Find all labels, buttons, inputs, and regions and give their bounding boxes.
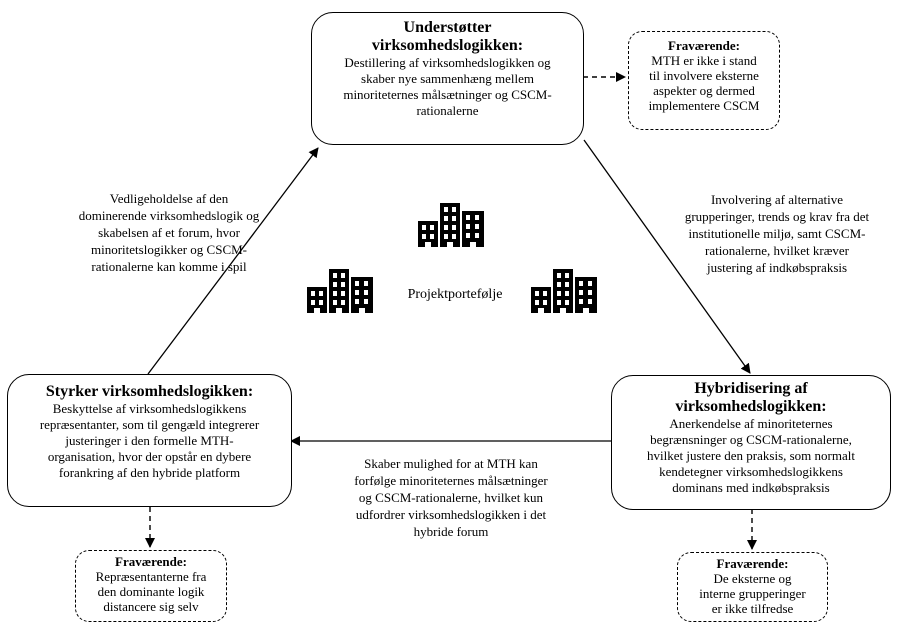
- top-node: Understøtter virksomhedslogikken: Destil…: [311, 12, 584, 145]
- building-icon: [418, 203, 484, 247]
- edge-label-bottom: Skaber mulighed for at MTH kan forfølge …: [354, 456, 548, 539]
- absent-top-box: Fraværende: MTH er ikke i stand til invo…: [628, 31, 780, 130]
- left-node-body: Beskyttelse af virksomhedslogikkens repr…: [39, 401, 260, 480]
- arrow-top-to-right: [583, 139, 751, 374]
- edge-label-left: Vedligeholdelse af den dominerende virks…: [78, 191, 260, 274]
- top-node-title: Understøtter virksomhedslogikken:: [371, 19, 524, 54]
- center-label: Projektportefølje: [407, 287, 503, 302]
- right-node-title: Hybridisering af virksomhedslogikken:: [675, 380, 827, 415]
- absent-left-box: Fraværende: Repræsentanterne fra den dom…: [75, 550, 227, 622]
- edge-label-right: Involvering af alternative grupperinger,…: [684, 192, 870, 275]
- left-node-title: Styrker virksomhedslogikken:: [45, 383, 254, 400]
- building-icon: [531, 269, 597, 313]
- left-node: Styrker virksomhedslogikken: Beskyttelse…: [7, 374, 292, 507]
- absent-right-box: Fraværende: De eksterne og interne grupp…: [677, 552, 828, 622]
- right-node: Hybridisering af virksomhedslogikken: An…: [611, 375, 891, 510]
- building-icon: [307, 269, 373, 313]
- top-node-body: Destillering af virksomhedslogikken og s…: [343, 55, 552, 118]
- arrow-left-to-top: [147, 147, 319, 375]
- right-node-body: Anerkendelse af minoriteternes begrænsni…: [647, 416, 855, 495]
